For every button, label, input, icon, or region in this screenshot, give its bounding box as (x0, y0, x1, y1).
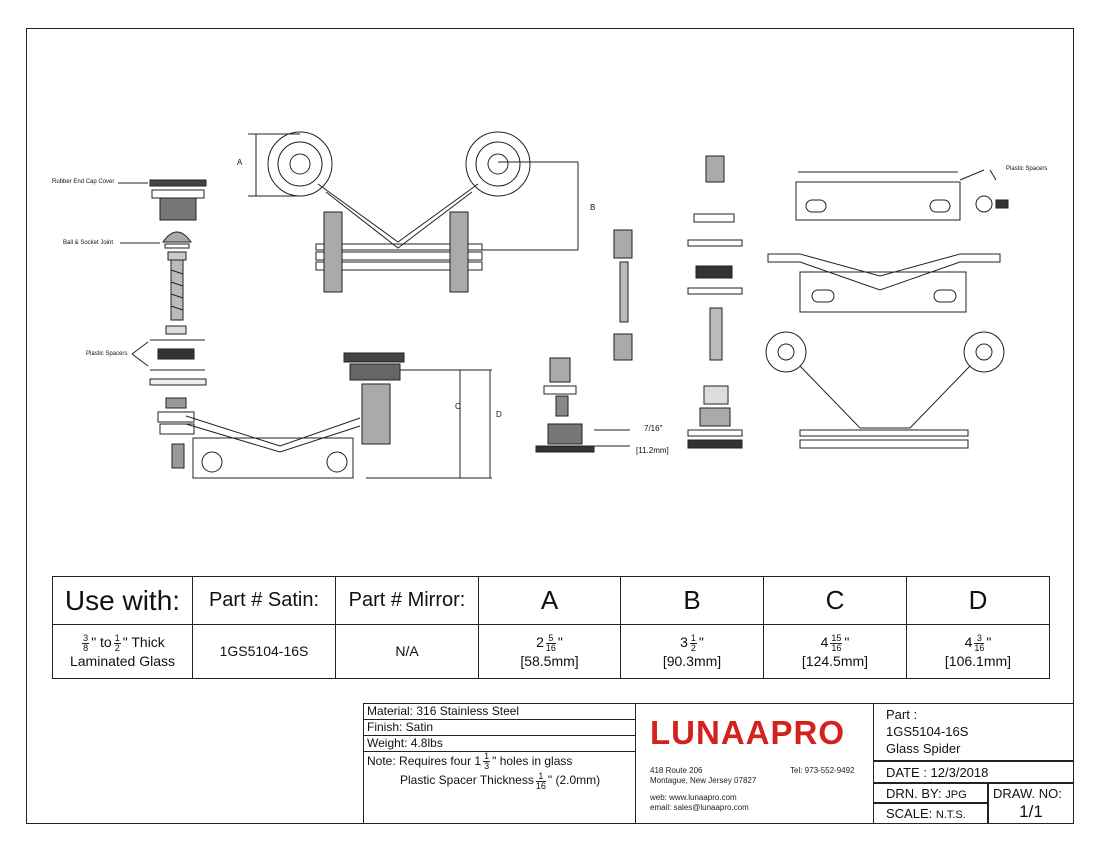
draw-no-value: 1/1 (1019, 802, 1043, 821)
ball-socket-label: Ball & Socket Joint (63, 240, 114, 246)
title-block-notes: Material: 316 Stainless Steel Finish: Sa… (363, 703, 636, 824)
header-use-with: Use with: (52, 576, 193, 625)
title-block-company: LUNAAPRO 418 Route 206 Montague, New Jer… (635, 703, 874, 824)
technical-drawing (118, 131, 1009, 479)
part-number: 1GS5104-16S (886, 724, 969, 739)
thickness-detail (535, 357, 630, 453)
date-box: DATE : 12/3/2018 (873, 761, 1074, 783)
part-label: Part : (886, 707, 918, 722)
header-a: A (478, 576, 621, 625)
dimension-a-label: A (237, 158, 243, 167)
header-b: B (620, 576, 764, 625)
scale-box: SCALE: N.T.S. (873, 803, 988, 824)
plastic-spacers-left-label: Plastic Spacers (86, 351, 128, 357)
part-mirror-cell: N/A (335, 624, 479, 679)
header-part-satin: Part # Satin: (192, 576, 336, 625)
top-center-assembly (248, 131, 579, 293)
header-d: D (906, 576, 1050, 625)
left-exploded-assembly (149, 179, 361, 479)
address-line1: 418 Route 206 (650, 766, 703, 775)
phone: Tel: 973-552-9492 (790, 766, 855, 775)
title-block-part: Part : 1GS5104-16S Glass Spider DATE : 1… (873, 703, 1074, 824)
plastic-spacers-right-label: Plastic Spacers (1006, 166, 1048, 172)
material-row: Material: 316 Stainless Steel (364, 704, 635, 720)
finish-row: Finish: Satin (364, 720, 635, 736)
drawn-by-box: DRN. BY: JPG (873, 783, 988, 803)
company-logo: LUNAAPRO (650, 714, 845, 751)
website: web: www.lunaapro.com (650, 793, 737, 802)
dimension-c-label: C (455, 402, 461, 411)
header-c: C (763, 576, 907, 625)
center-bottom-assembly (343, 352, 492, 479)
thickness-mm-label: [11.2mm] (636, 446, 669, 455)
bolt-stack (613, 155, 743, 449)
thickness-inch-label: 7/16" (644, 424, 663, 433)
part-name: Glass Spider (886, 741, 961, 756)
use-with-line2: Laminated Glass (69, 652, 176, 669)
part-satin-cell: 1GS5104-16S (192, 624, 336, 679)
spec-table-header: Use with: Part # Satin: Part # Mirror: A… (52, 576, 1050, 625)
weight-row: Weight: 4.8lbs (364, 736, 635, 752)
dimension-d-label: D (496, 410, 502, 419)
part-box: Part : 1GS5104-16S Glass Spider (873, 703, 1074, 761)
header-part-mirror: Part # Mirror: (335, 576, 479, 625)
rubber-end-cap-label: Rubber End Cap Cover (52, 179, 115, 185)
email: email: sales@lunaapro.com (650, 803, 749, 812)
spec-table: Use with: Part # Satin: Part # Mirror: A… (52, 576, 1050, 679)
dimension-b-label: B (590, 203, 596, 212)
drawing-number-box: DRAW. NO: 1/1 (988, 783, 1074, 824)
address-line2: Montague, New Jersey 07827 (650, 776, 757, 785)
right-side-views (765, 169, 1009, 449)
draw-no-label: DRAW. NO: (993, 786, 1062, 801)
